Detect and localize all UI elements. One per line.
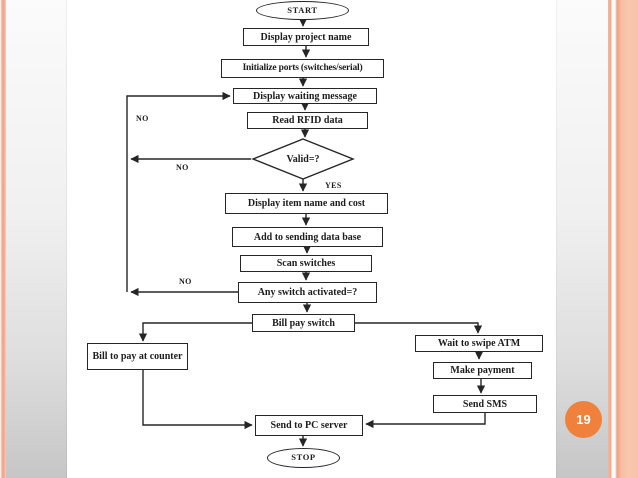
flow-node-display-waiting: Display waiting message xyxy=(233,88,377,104)
flow-node-send-sms: Send SMS xyxy=(433,395,537,413)
slide-number-badge: 19 xyxy=(565,401,602,438)
flow-node-display-project: Display project name xyxy=(243,28,369,46)
flow-node-scan-switches: Scan switches xyxy=(240,255,372,272)
flow-node-send-pc-server: Send to PC server xyxy=(255,415,363,436)
flow-node-display-item: Display item name and cost xyxy=(225,193,388,214)
flow-node-make-payment: Make payment xyxy=(433,362,532,379)
branch-label-no-switch: NO xyxy=(179,277,192,286)
flow-node-add-database: Add to sending data base xyxy=(232,227,383,247)
flow-node-stop: STOP xyxy=(267,448,340,468)
branch-label-yes: YES xyxy=(325,181,342,190)
right-gray-band xyxy=(556,0,609,478)
branch-label-no-valid: NO xyxy=(176,163,189,172)
flow-node-start: START xyxy=(256,1,349,20)
left-accent-stripe xyxy=(0,0,6,478)
flow-node-any-switch: Any switch activated=? xyxy=(238,282,377,303)
flow-decision-valid: Valid=? xyxy=(286,153,320,165)
right-accent-stripe xyxy=(608,0,638,478)
flow-node-read-rfid: Read RFID data xyxy=(247,112,368,129)
flow-node-initialize-ports: Initialize ports (switches/serial) xyxy=(221,59,384,78)
branch-label-no-loop: NO xyxy=(136,114,149,123)
flow-node-wait-atm: Wait to swipe ATM xyxy=(415,335,543,352)
flow-node-bill-counter: Bill to pay at counter xyxy=(87,343,188,370)
left-gray-band xyxy=(6,0,67,478)
flow-node-bill-pay-switch: Bill pay switch xyxy=(252,314,355,332)
